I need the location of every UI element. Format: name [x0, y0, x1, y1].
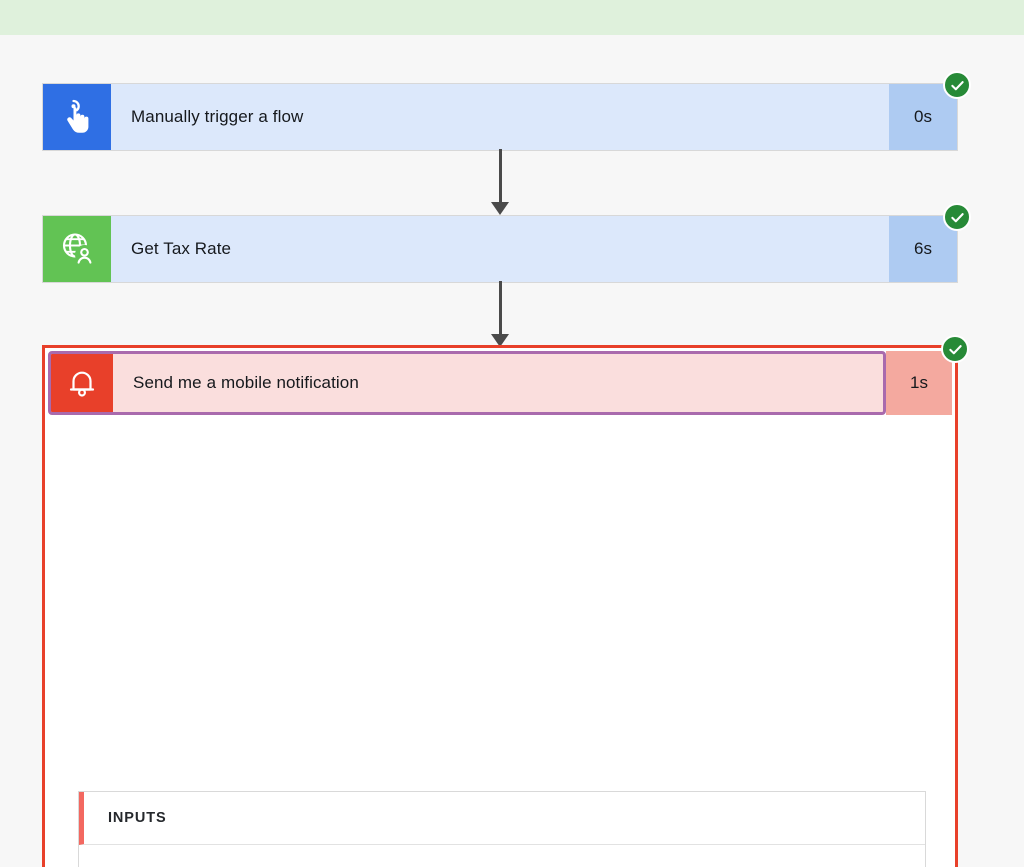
inputs-panel: INPUTS Text Tax rate is 15 — [78, 791, 926, 867]
selected-step-outline[interactable]: Send me a mobile notification — [48, 351, 886, 415]
globe-person-icon — [43, 216, 111, 282]
inputs-panel-body: Text Tax rate is 15 — [79, 845, 925, 867]
flow-step-title: Manually trigger a flow — [131, 107, 304, 126]
tap-hand-icon — [43, 84, 111, 150]
top-status-banner — [0, 0, 1024, 35]
connector-stem — [499, 149, 502, 204]
flow-connector-arrow — [491, 149, 509, 215]
connector-arrowhead — [491, 334, 509, 347]
flow-step-title: Get Tax Rate — [131, 239, 232, 258]
flow-connector-arrow — [491, 281, 509, 347]
connector-arrowhead — [491, 202, 509, 215]
bell-icon — [51, 354, 113, 412]
flow-step-header[interactable]: Get Tax Rate 6s — [43, 216, 957, 282]
connector-stem — [499, 281, 502, 336]
flow-step-duration: 0s — [889, 84, 957, 150]
flow-step-card-manually-trigger-a-flow[interactable]: Manually trigger a flow 0s — [42, 71, 971, 151]
status-badge-succeeded — [943, 203, 971, 231]
flow-step-duration: 1s — [886, 351, 952, 415]
flow-step-card-send-me-a-mobile-notification[interactable]: Send me a mobile notification 1s INPUTS … — [42, 335, 969, 867]
flow-step-title: Send me a mobile notification — [133, 373, 359, 392]
inputs-panel-header[interactable]: INPUTS — [79, 792, 925, 845]
flow-step-card-get-tax-rate[interactable]: Get Tax Rate 6s — [42, 203, 971, 283]
status-badge-succeeded — [941, 335, 969, 363]
flow-canvas: Manually trigger a flow 0s — [0, 35, 1024, 867]
flow-step-header[interactable]: Manually trigger a flow 0s — [43, 84, 957, 150]
status-badge-succeeded — [943, 71, 971, 99]
flow-step-header[interactable]: Send me a mobile notification 1s — [45, 348, 955, 418]
flow-step-duration: 6s — [889, 216, 957, 282]
